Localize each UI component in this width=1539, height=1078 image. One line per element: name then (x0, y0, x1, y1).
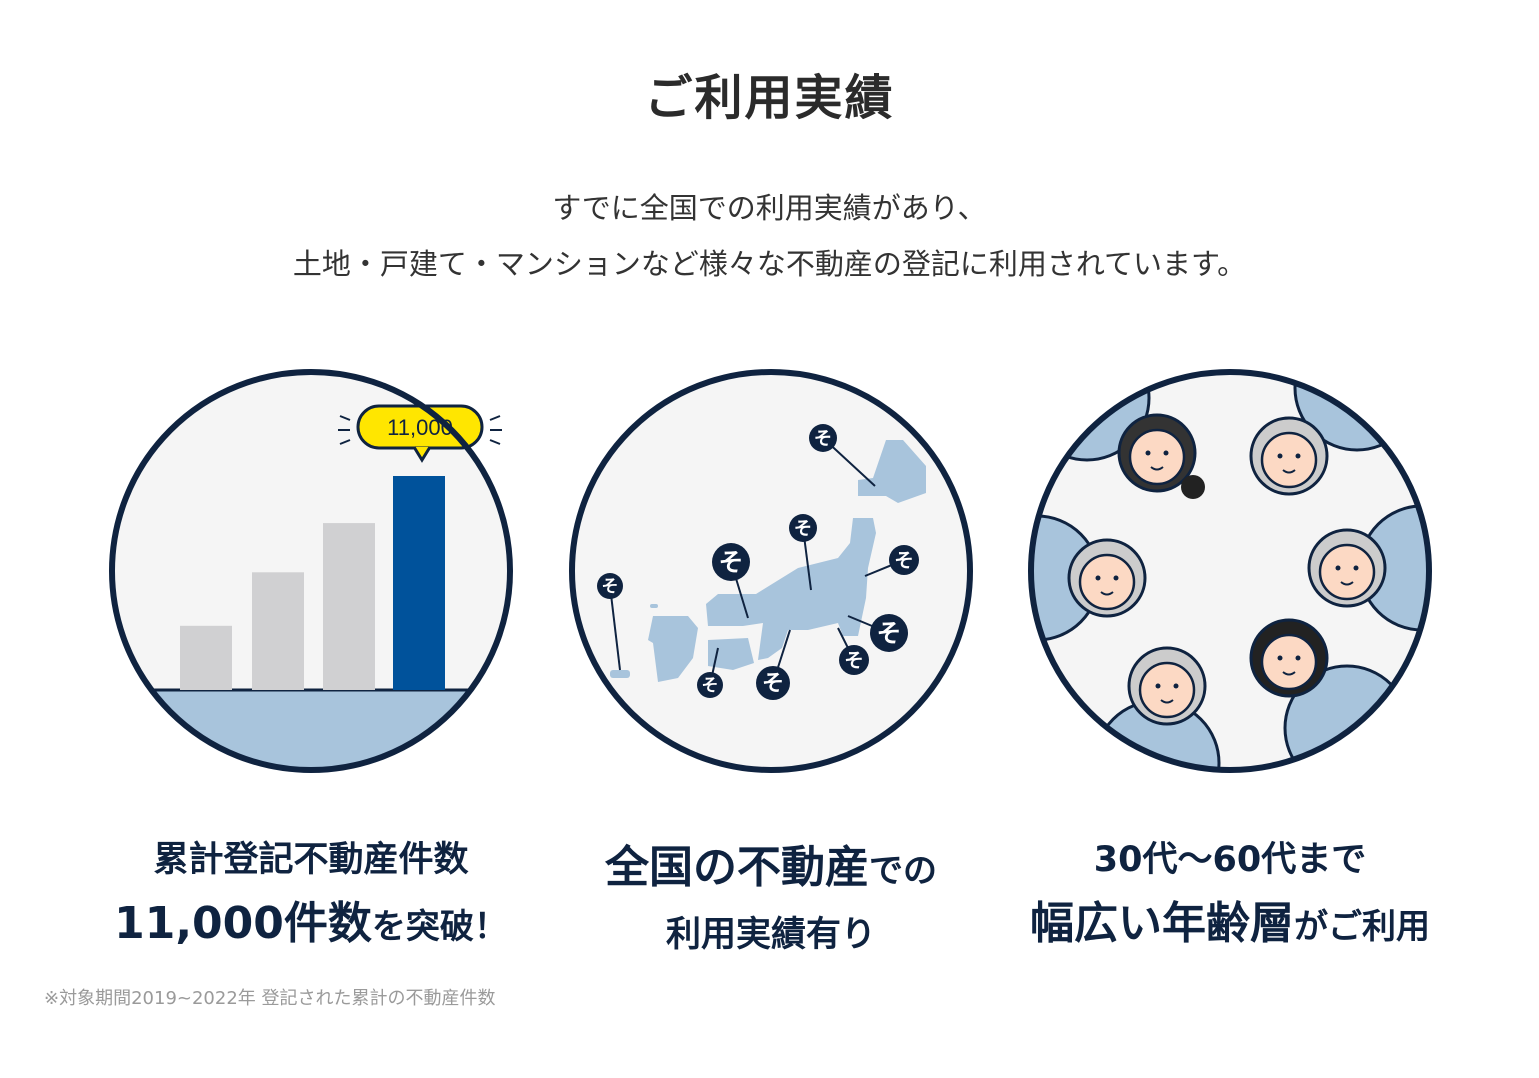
people-illustration (1028, 369, 1432, 773)
pin-label: そ (719, 548, 744, 577)
map-pin-1: そ (809, 424, 876, 487)
pin-label: そ (877, 619, 902, 648)
pin-label: そ (844, 649, 864, 672)
person-4 (1307, 504, 1429, 632)
card-1-suffix: を突破！ (371, 907, 508, 947)
card-2-suffix: での (869, 851, 937, 891)
pin-label: そ (794, 518, 812, 539)
card-total-registrations: 累計登記不動産件数 11,000件数を突破！ (81, 830, 541, 961)
card-1-count: 11,000件数 (114, 898, 372, 949)
map-pin-5: そ (864, 545, 919, 577)
bar-1 (180, 625, 232, 690)
chart-ground (112, 690, 510, 770)
japan-map (610, 440, 926, 682)
card-1-line-1: 累計登記不動産件数 (153, 840, 469, 880)
lead-line-2: 土地・戸建て・マンションなど様々な不動産の登記に利用されています。 (292, 247, 1247, 281)
lead-line-1: すでに全国での利用実績があり、 (552, 191, 987, 225)
map-pin-8: そ (756, 629, 791, 700)
footnote: ※対象期間2019~2022年 登記された累計の不動産件数 (44, 988, 496, 1009)
card-2-headline: 全国の不動産 (605, 842, 869, 893)
bar-3 (323, 523, 375, 690)
pin-label: そ (702, 675, 719, 695)
map-pin-6: そ (847, 614, 908, 652)
map-pin-3: そ (712, 543, 750, 619)
bar-4 (393, 476, 445, 690)
card-2-line-2: 利用実績有り (665, 915, 876, 955)
card-3-headline: 幅広い年齢層 (1030, 898, 1294, 949)
map-pin-2: そ (789, 514, 817, 591)
card-3-suffix: がご利用 (1294, 907, 1430, 947)
section-title: ご利用実績 (644, 70, 895, 126)
card-nationwide: 全国の不動産での 利用実績有り (541, 830, 1001, 965)
map-pin-4: そ (597, 573, 623, 671)
pin-label: そ (762, 671, 784, 697)
card-3-line-1: 30代〜60代まで (1093, 840, 1367, 880)
section-lead: すでに全国での利用実績があり、 土地・戸建て・マンションなど様々な不動産の登記に… (0, 180, 1539, 292)
bar-2 (252, 572, 304, 690)
map-pin-7: そ (837, 627, 869, 675)
card-age-range: 30代〜60代まで 幅広い年齢層がご利用 (1000, 830, 1460, 961)
pin-label: そ (894, 549, 914, 572)
pin-label: そ (814, 428, 832, 449)
bar-chart-illustration: 11,000 (109, 369, 513, 773)
pin-label: そ (602, 576, 619, 596)
map-pin-9: そ (697, 647, 723, 698)
